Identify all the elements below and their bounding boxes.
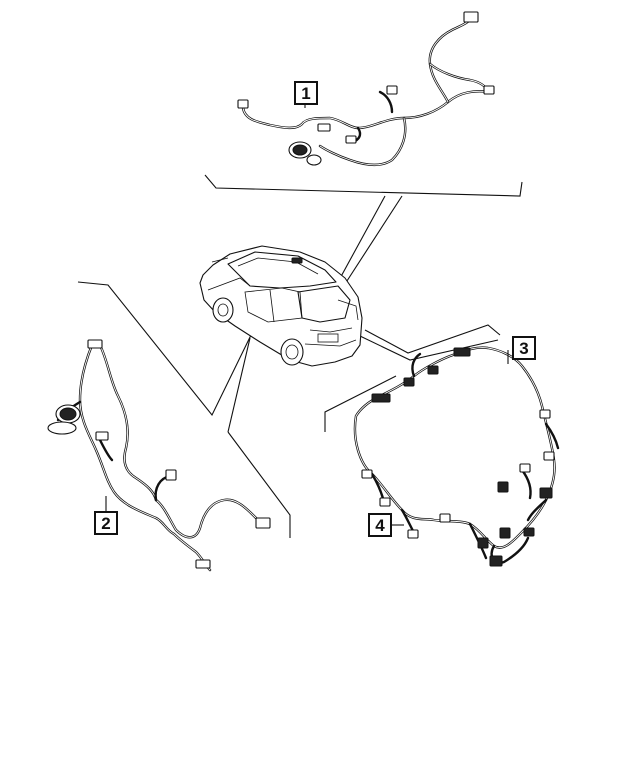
leader-lines [77, 174, 523, 538]
wiring-harness-3-4 [353, 346, 560, 567]
callout-4: 4 [368, 513, 392, 537]
wiring-harness-1 [237, 11, 495, 167]
callout-1: 1 [294, 81, 318, 105]
vehicle-illustration [199, 245, 363, 367]
wiring-harness-2 [47, 339, 271, 572]
callout-3: 3 [512, 336, 536, 360]
callout-2: 2 [94, 511, 118, 535]
